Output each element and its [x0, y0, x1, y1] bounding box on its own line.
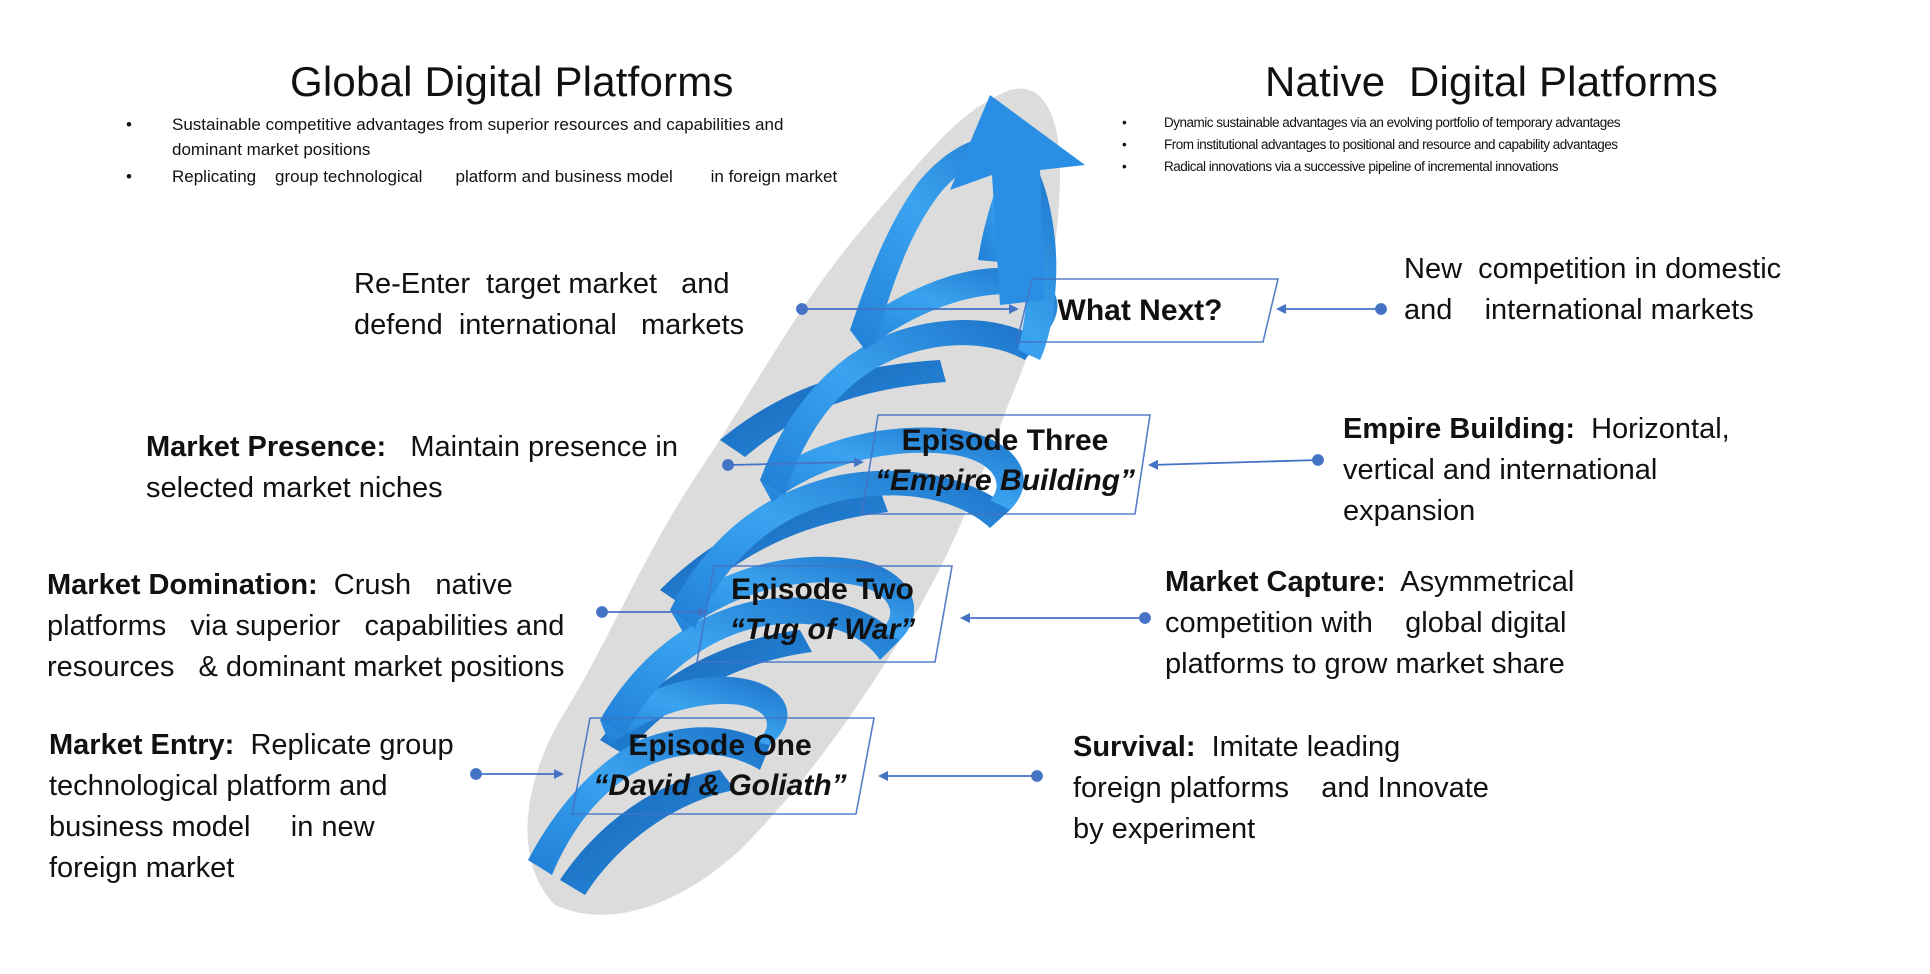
episode-next-box	[1015, 278, 1280, 343]
native-platforms-bullets: Dynamic sustainable advantages via an ev…	[1122, 112, 1742, 178]
global-bullet-1: Sustainable competitive advantages from …	[126, 112, 846, 162]
label-market-capture: Market Capture: Asymmetrical competition…	[1165, 562, 1625, 685]
native-platforms-title: Native Digital Platforms	[1265, 58, 1719, 105]
native-bullet-2: From institutional advantages to positio…	[1122, 134, 1742, 156]
episode-one-label: Episode One	[628, 729, 812, 762]
label-market-domination: Market Domination: Crush native platform…	[47, 565, 592, 688]
ribbon-front	[528, 95, 1085, 875]
global-platforms-title: Global Digital Platforms	[290, 58, 734, 105]
label-survival-bold: Survival:	[1073, 731, 1196, 763]
episode-three-label: Episode Three	[901, 424, 1109, 457]
connector-empire	[1148, 459, 1319, 470]
global-bullet-2: Replicating group technological platform…	[126, 164, 846, 189]
label-market-domination-text: Crush native platforms via superior capa…	[47, 569, 573, 683]
label-new-competition: New competition in domestic and internat…	[1404, 253, 1790, 326]
label-market-presence: Market Presence: Maintain presence in se…	[146, 427, 706, 509]
label-market-entry-text: Replicate group technological platform a…	[49, 729, 462, 884]
connector-presence	[727, 457, 864, 468]
label-market-entry: Market Entry: Replicate group technologi…	[49, 725, 469, 889]
episode-one-box	[571, 717, 875, 815]
label-reenter: Re-Enter target market and defend intern…	[354, 268, 745, 341]
native-bullet-3: Radical innovations via a successive pip…	[1122, 156, 1742, 178]
label-market-presence-bold: Market Presence:	[146, 431, 387, 463]
global-platforms-bullets: Sustainable competitive advantages from …	[126, 112, 846, 189]
label-market-domination-bold: Market Domination:	[47, 569, 318, 601]
episode-two: Episode Two “Tug of War”	[700, 570, 945, 650]
episode-one-subtitle: “David & Goliath”	[593, 769, 847, 802]
ribbon-arrow-head	[950, 95, 1085, 305]
label-market-capture-bold: Market Capture:	[1165, 566, 1386, 598]
episode-one: Episode One “David & Goliath”	[575, 726, 865, 806]
label-survival: Survival: Imitate leading foreign platfo…	[1073, 727, 1493, 850]
episode-two-box	[696, 565, 953, 663]
label-market-capture-text: Asymmetrical competition with global dig…	[1165, 566, 1583, 680]
label-survival-text: Imitate leading foreign platforms and In…	[1073, 731, 1497, 845]
label-market-entry-bold: Market Entry:	[49, 729, 235, 761]
episode-three: Episode Three “Empire Building”	[865, 421, 1145, 501]
episode-next-label: What Next?	[1057, 294, 1223, 327]
episode-two-subtitle: “Tug of War”	[729, 613, 916, 646]
label-empire-building: Empire Building: Horizontal, vertical an…	[1343, 409, 1743, 532]
episode-next: What Next?	[1020, 291, 1260, 331]
label-empire-building-bold: Empire Building:	[1343, 413, 1575, 445]
episode-three-subtitle: “Empire Building”	[874, 464, 1135, 497]
native-bullet-1: Dynamic sustainable advantages via an ev…	[1122, 112, 1742, 134]
episode-two-label: Episode Two	[731, 573, 914, 606]
label-empire-building-text: Horizontal, vertical and international e…	[1343, 413, 1738, 527]
label-market-presence-text: Maintain presence in selected market nic…	[146, 431, 687, 504]
episode-three-box	[861, 414, 1151, 515]
